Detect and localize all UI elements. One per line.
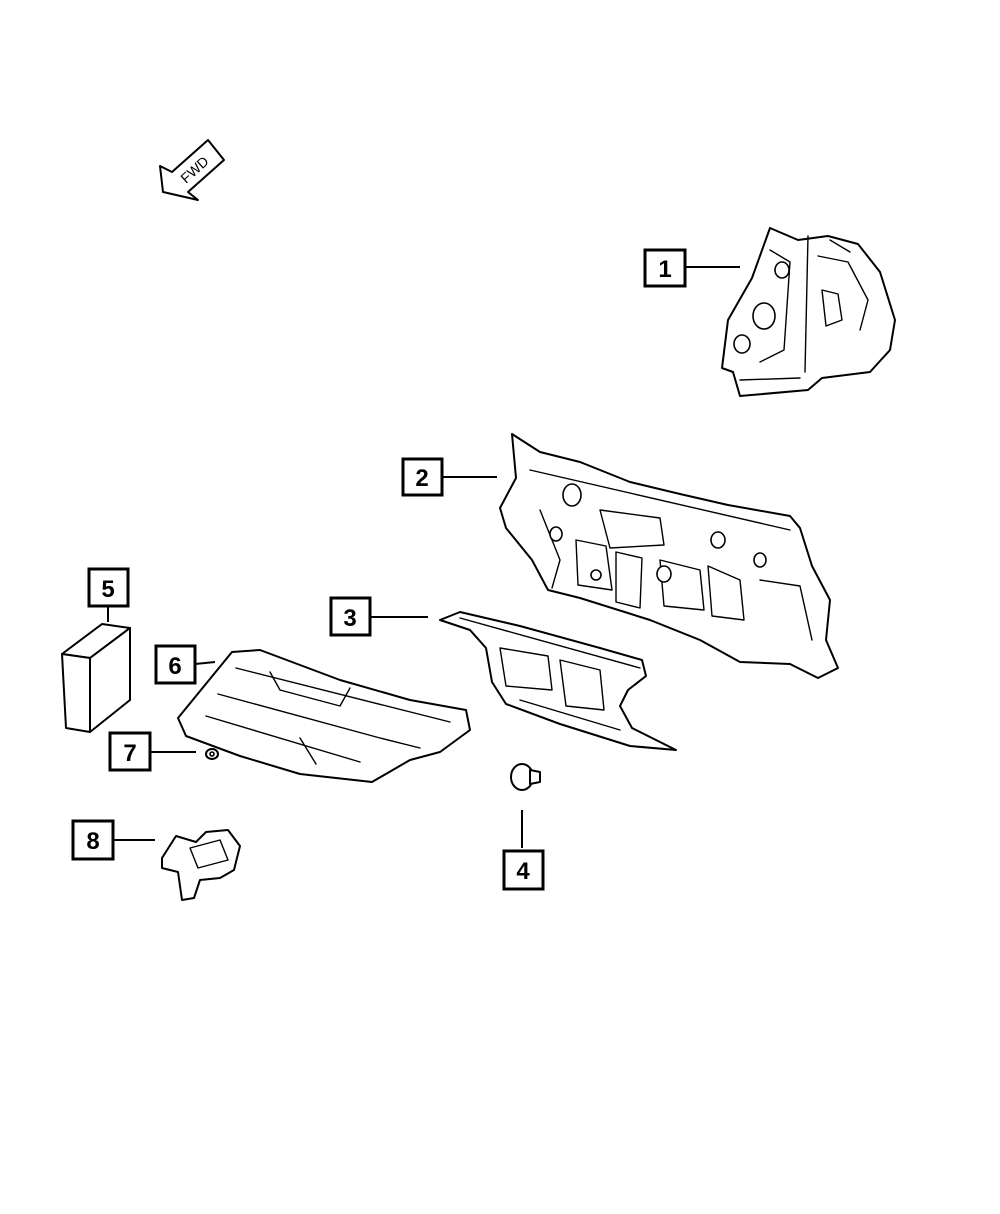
- callout-1-label: 1: [658, 256, 671, 283]
- callout-8[interactable]: 8: [71, 819, 115, 861]
- callout-6-label: 6: [168, 653, 181, 680]
- part-1-dash-silencer: [721, 227, 896, 397]
- callout-7-label: 7: [123, 740, 136, 767]
- callout-2[interactable]: 2: [401, 457, 444, 497]
- callout-8-label: 8: [86, 828, 99, 855]
- callout-3-label: 3: [343, 605, 356, 632]
- part-4-push-pin: [510, 763, 541, 791]
- callout-4[interactable]: 4: [502, 849, 545, 891]
- callout-3[interactable]: 3: [329, 596, 372, 637]
- callout-5[interactable]: 5: [87, 567, 130, 608]
- callout-6[interactable]: 6: [154, 644, 197, 685]
- leader-6: [194, 661, 216, 665]
- part-8-side-silencer: [161, 829, 241, 901]
- callout-4-label: 4: [516, 858, 530, 885]
- callout-7[interactable]: 7: [108, 731, 152, 772]
- fwd-arrow-icon: FWD: [159, 139, 225, 201]
- callout-2-label: 2: [415, 465, 428, 492]
- part-5-foam-block: [61, 623, 131, 733]
- part-3-dash-insulator: [439, 611, 677, 751]
- part-6-floor-silencer: [177, 649, 471, 783]
- part-7-clip: [205, 748, 219, 760]
- part-2-dash-panel: [499, 433, 839, 679]
- callout-5-label: 5: [101, 576, 114, 603]
- callout-1[interactable]: 1: [643, 248, 687, 288]
